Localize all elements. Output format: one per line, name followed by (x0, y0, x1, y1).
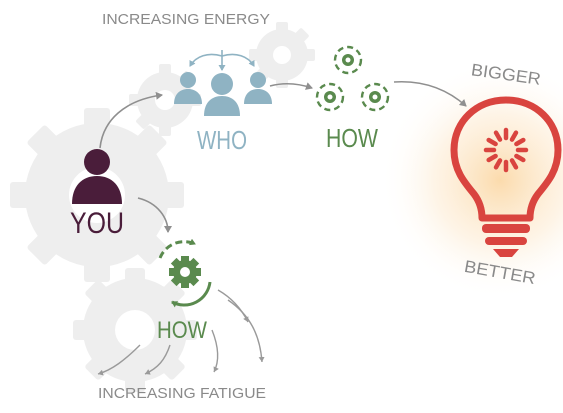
who-arrow-right (221, 53, 255, 67)
how-bottom-label: HOW (157, 317, 207, 344)
fatigue-arrow-2 (144, 344, 171, 375)
fatigue-arrow-4 (227, 299, 265, 363)
you-label: YOU (70, 207, 124, 240)
arrow-how-to-bulb (393, 80, 467, 107)
gear-cycle-right-icon (360, 82, 390, 112)
fatigue-arrows (97, 289, 265, 376)
gear-medium-icon (73, 268, 197, 392)
increasing-energy-label: INCREASING ENERGY (102, 11, 270, 28)
who-arrow-left (189, 53, 223, 67)
gears-cycle-icon (315, 45, 390, 112)
flow-arrows (99, 80, 467, 233)
gear-cycle-top-icon (333, 45, 363, 75)
arrow-who-to-how (269, 82, 313, 90)
gear-small-right-icon (249, 22, 315, 88)
who-label: WHO (197, 125, 247, 155)
fatigue-arrow-5 (217, 289, 249, 323)
gear-cycle-icon (158, 238, 212, 308)
arrow-you-to-how (137, 197, 172, 233)
arrow-you-to-who (99, 91, 163, 149)
how-top-label: HOW (326, 123, 378, 153)
lightbulb-icon (450, 96, 562, 257)
loading-spinner-icon (483, 127, 529, 173)
people-group-icon (174, 50, 272, 116)
fatigue-arrow-1 (97, 344, 141, 376)
person-icon (72, 149, 122, 204)
gear-cycle-left-icon (315, 82, 345, 112)
fatigue-arrow-3 (211, 329, 219, 373)
increasing-fatigue-label: INCREASING FATIGUE (98, 385, 266, 402)
